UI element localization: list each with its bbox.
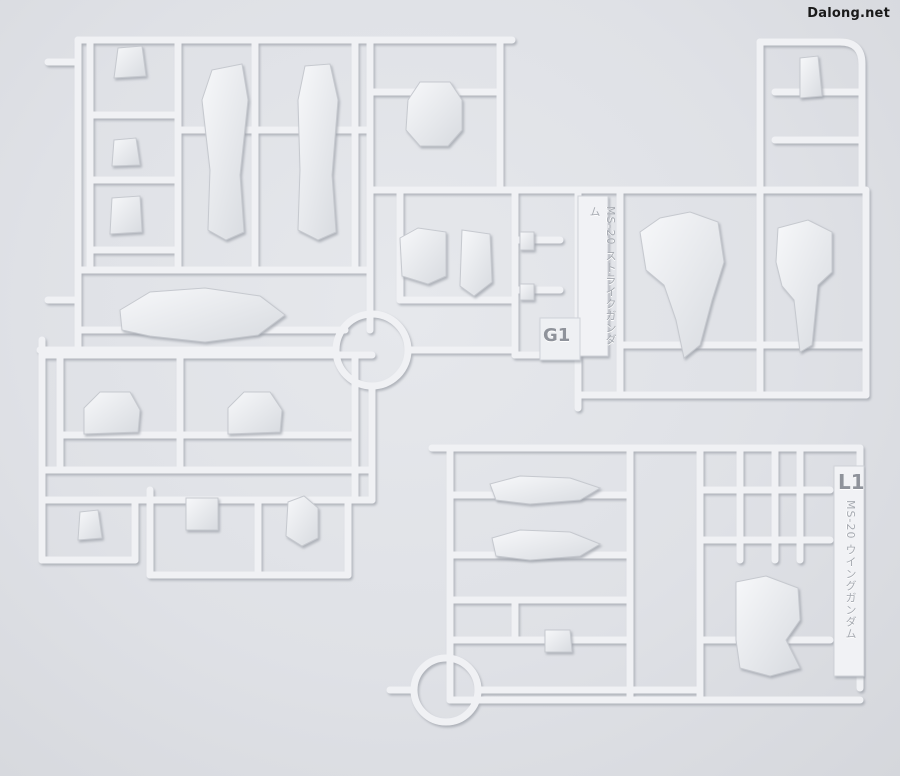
runner-g1-label: G1 xyxy=(543,325,571,346)
runner-g1-tag-plate xyxy=(539,195,609,361)
runner-g1-frame xyxy=(36,36,870,579)
runner-g1-parts xyxy=(77,45,833,547)
runner-l1-tag-text: MS-20 ウイングガンダム xyxy=(844,500,857,640)
watermark-text: Dalong.net xyxy=(807,6,890,21)
runner-g1-tag-text: MS-20 ストライクガンダム xyxy=(588,206,617,346)
runner-l1-parts xyxy=(489,475,801,677)
runner-l1-label: L1 xyxy=(838,470,865,494)
runner-l1-tag-plate xyxy=(833,465,865,677)
